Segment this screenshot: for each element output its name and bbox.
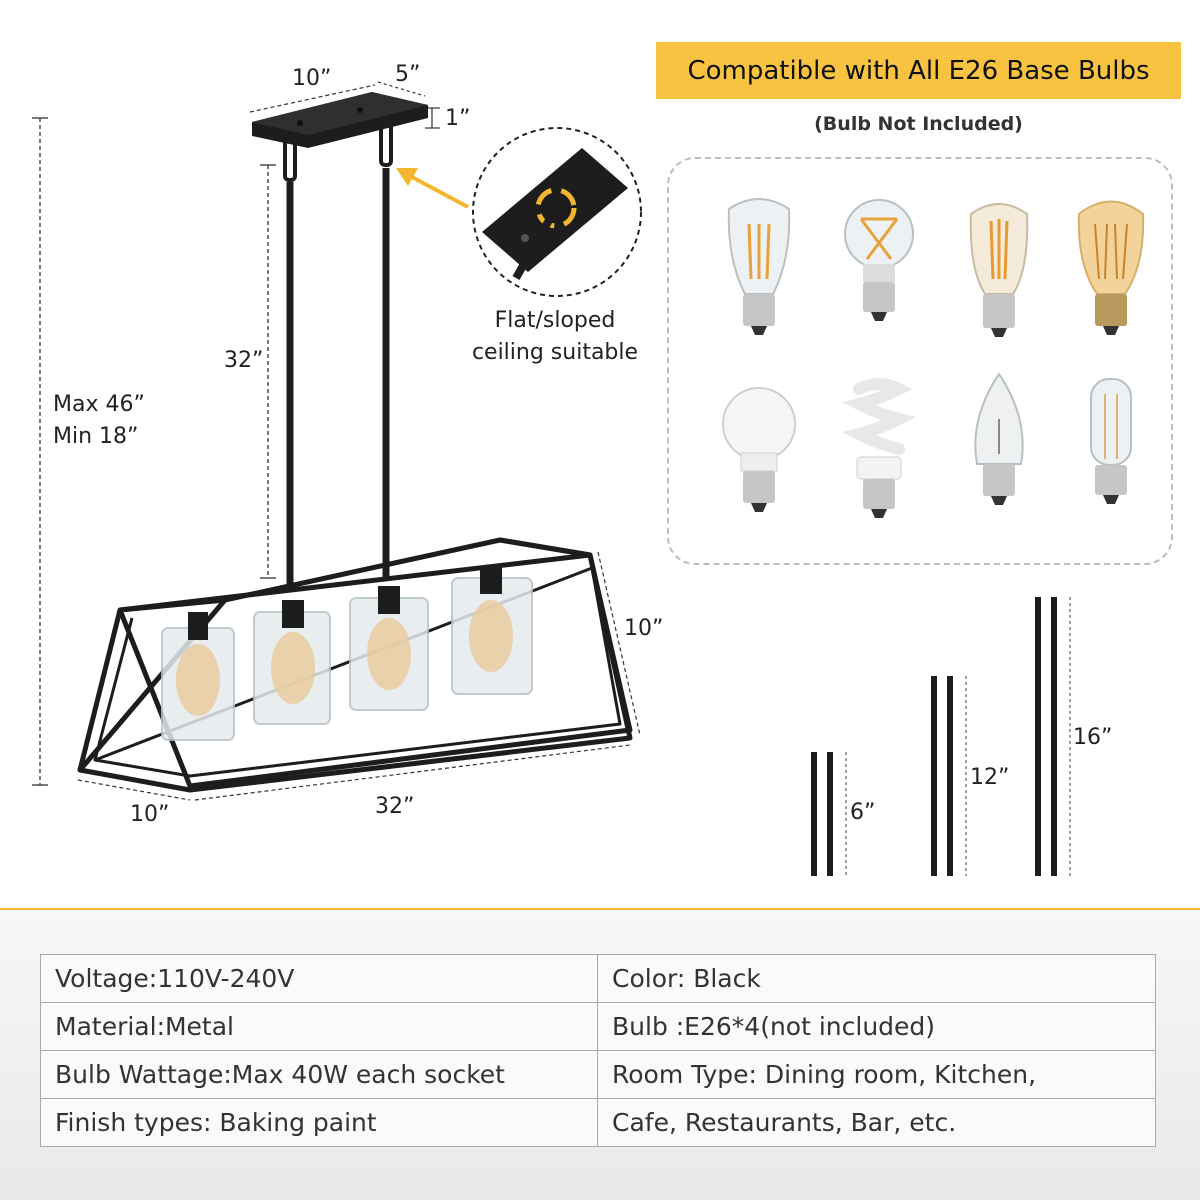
canopy-height-label: 1” [445, 106, 471, 131]
downrods [283, 118, 393, 585]
table-row: Bulb Wattage:Max 40W each socket Room Ty… [40, 1050, 1156, 1099]
max-height-label: Max 46” [53, 392, 145, 417]
bulb-not-included-note: (Bulb Not Included) [814, 113, 1023, 135]
canopy-width-label: 5” [395, 62, 421, 87]
compatibility-banner: Compatible with All E26 Base Bulbs [656, 42, 1181, 99]
spec-material: Material:Metal [40, 1002, 598, 1051]
callout-arrow [396, 168, 469, 209]
ceiling-suitable-text: Flat/sloped ceiling suitable [470, 305, 640, 369]
extension-rods [811, 597, 1057, 876]
rod-16-label: 16” [1073, 725, 1113, 750]
rod-length-label: 32” [224, 348, 264, 373]
ceiling-line-1: Flat/sloped [494, 308, 616, 333]
rod-6-label: 6” [850, 800, 876, 825]
a19-led-bulb-icon [722, 387, 796, 512]
st58-filament-bulb-icon [969, 203, 1029, 337]
table-row: Finish types: Baking paint Cafe, Restaur… [40, 1098, 1156, 1147]
specifications-table: Voltage:110V-240V Color: Black Material:… [40, 954, 1156, 1147]
st64-vintage-bulb-icon [1077, 200, 1145, 335]
spec-finish: Finish types: Baking paint [40, 1098, 598, 1147]
st64-filament-bulb-icon [727, 198, 791, 335]
canopy [252, 92, 428, 148]
frame-height-label: 10” [624, 616, 664, 641]
divider-line [0, 908, 1200, 910]
a19-filament-bulb-icon [844, 199, 914, 321]
rod-length-dimension [260, 164, 276, 579]
ceiling-mount-detail [472, 127, 642, 297]
fixture-frame [77, 537, 633, 793]
extension-rod-dimensions [845, 597, 1071, 876]
bulb-grid [722, 198, 1145, 518]
table-row: Material:Metal Bulb :E26*4(not included) [40, 1002, 1156, 1051]
spec-room-type-cont: Cafe, Restaurants, Bar, etc. [597, 1098, 1156, 1147]
frame-length-label: 32” [375, 794, 415, 819]
rod-12-label: 12” [970, 765, 1010, 790]
product-drawing [32, 81, 1071, 876]
min-height-label: Min 18” [53, 424, 139, 449]
spec-color: Color: Black [597, 954, 1156, 1003]
table-row: Voltage:110V-240V Color: Black [40, 954, 1156, 1003]
flame-tip-bulb-icon [974, 372, 1024, 505]
ceiling-line-2: ceiling suitable [471, 340, 639, 365]
compatible-bulbs-panel [667, 157, 1173, 565]
glass-shades [161, 566, 533, 741]
spec-room-type: Room Type: Dining room, Kitchen, [597, 1050, 1156, 1099]
frame-dimensions [77, 551, 641, 801]
banner-title: Compatible with All E26 Base Bulbs [687, 55, 1150, 86]
t10-tubular-bulb-icon [1090, 378, 1132, 504]
spiral-cfl-bulb-icon [841, 378, 917, 518]
spec-wattage: Bulb Wattage:Max 40W each socket [40, 1050, 598, 1099]
canopy-length-label: 10” [292, 66, 332, 91]
frame-depth-label: 10” [130, 802, 170, 827]
overall-height-dimension [32, 117, 48, 786]
spec-bulb: Bulb :E26*4(not included) [597, 1002, 1156, 1051]
spec-voltage: Voltage:110V-240V [40, 954, 598, 1003]
